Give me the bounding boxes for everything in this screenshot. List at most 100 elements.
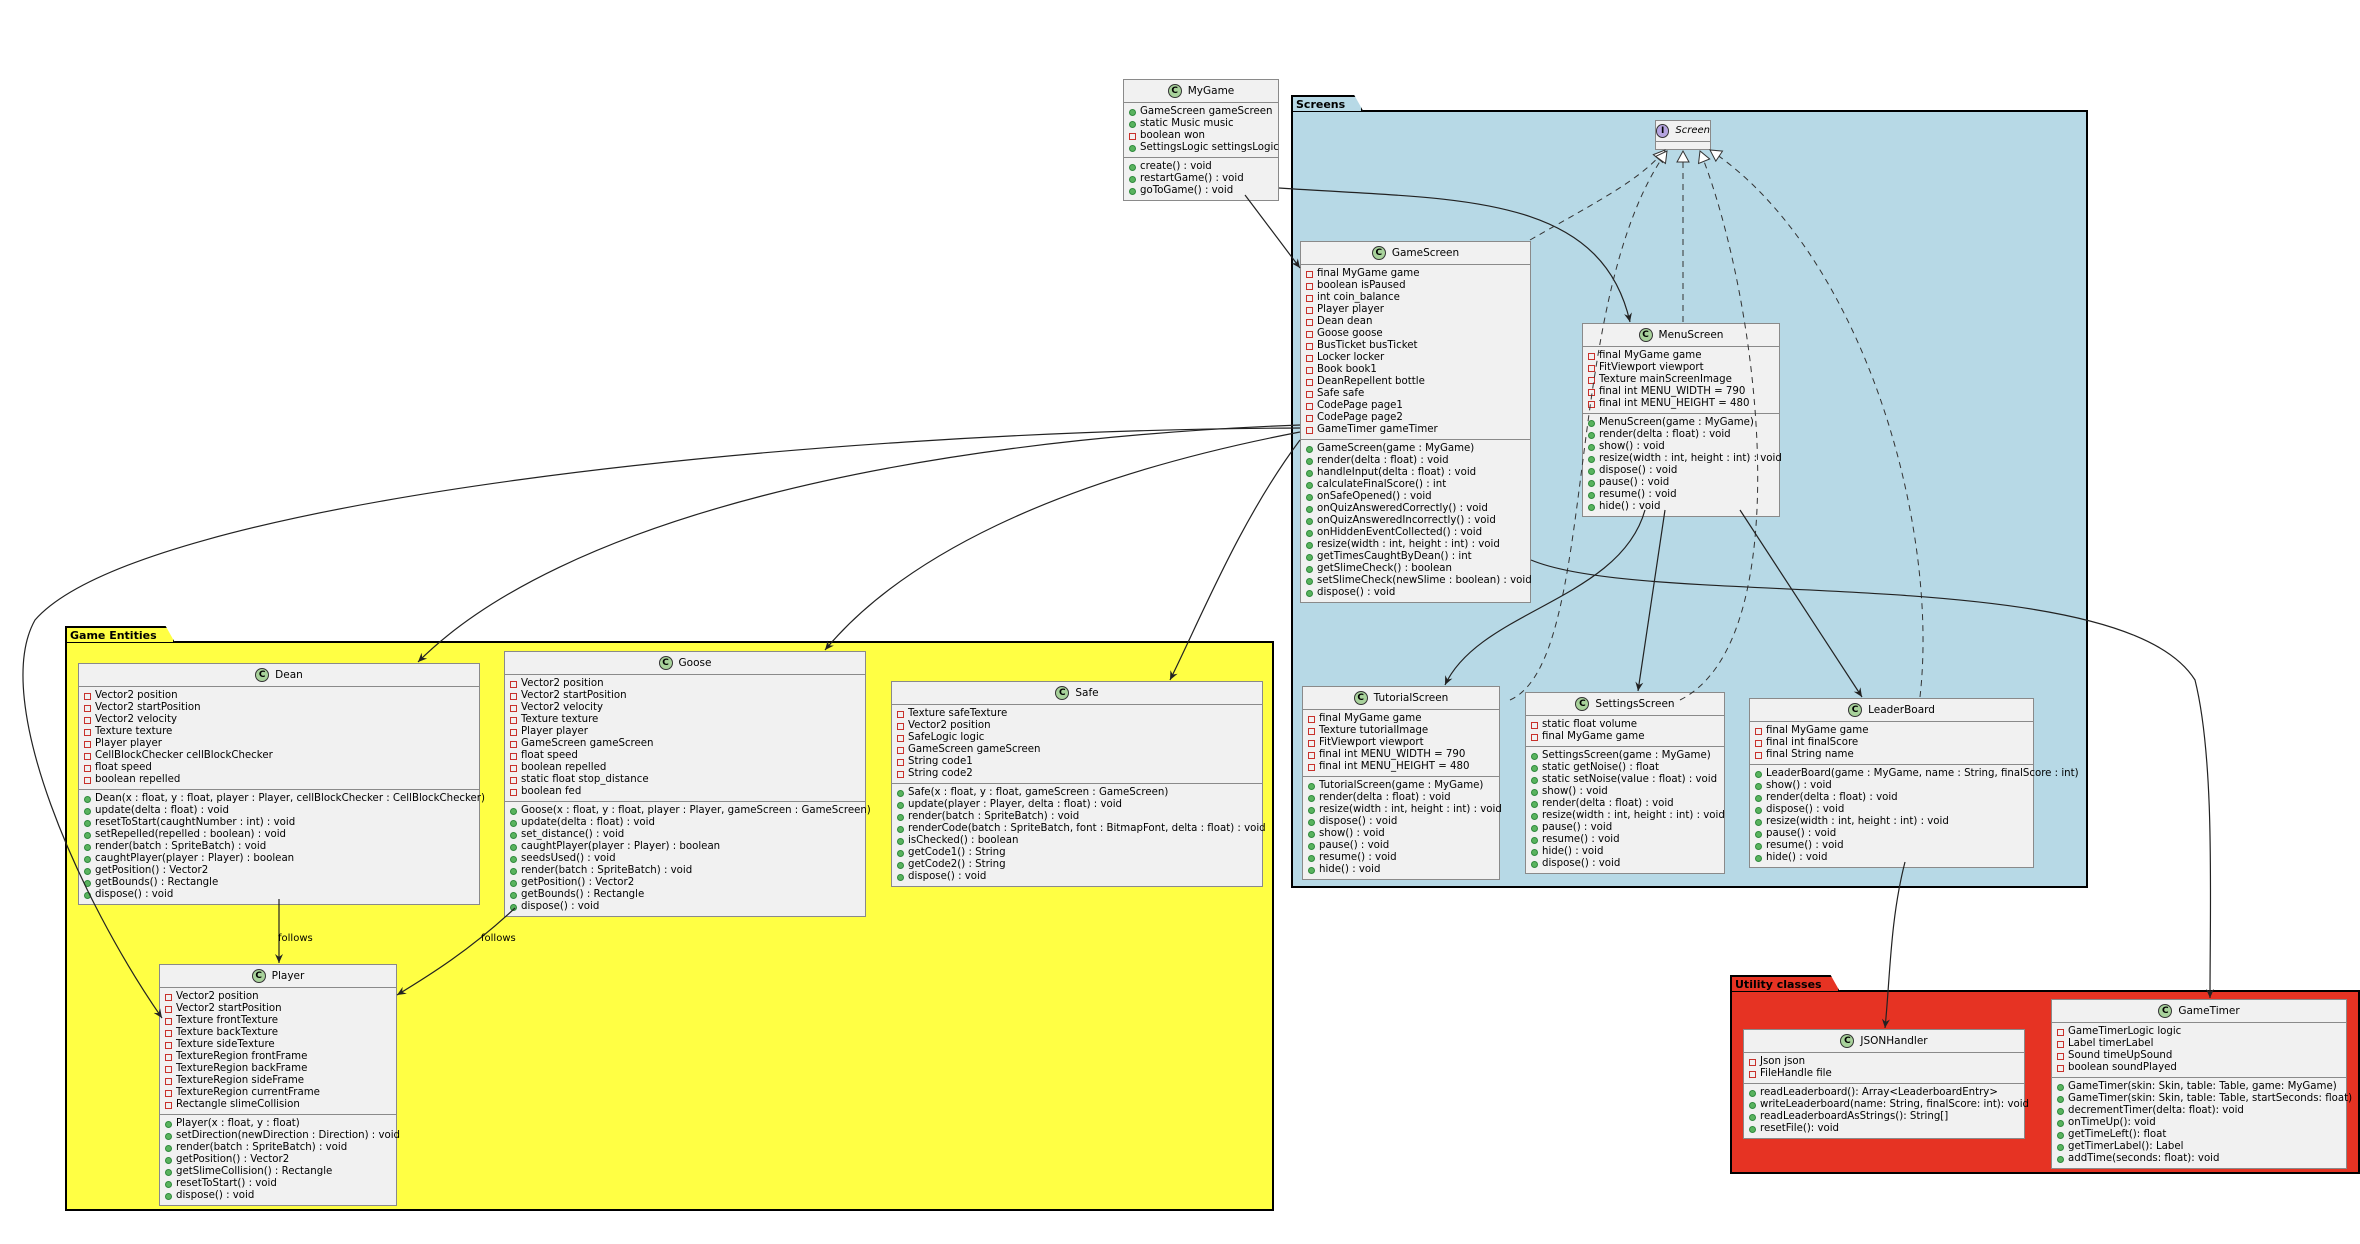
private-visibility-icon <box>510 740 517 748</box>
member-text: setSlimeCheck(newSlime : boolean) : void <box>1317 575 1532 586</box>
member-text: dispose() : void <box>1766 804 1845 815</box>
member-text: pause() : void <box>1319 840 1390 851</box>
member-text: MenuScreen(game : MyGame) <box>1599 417 1754 428</box>
public-visibility-icon <box>2057 1107 2064 1115</box>
public-visibility-icon <box>1531 800 1538 808</box>
private-visibility-icon <box>1308 751 1315 759</box>
private-visibility-icon <box>510 716 517 724</box>
public-visibility-icon <box>1749 1101 1756 1109</box>
member-text: Texture mainScreenImage <box>1599 374 1732 385</box>
member-text: final MyGame game <box>1599 350 1702 361</box>
class-field: String code2 <box>897 768 1257 780</box>
class-field: Player player <box>1306 304 1525 316</box>
class-method: hide() : void <box>1308 864 1494 876</box>
private-visibility-icon <box>2057 1064 2064 1072</box>
public-visibility-icon <box>1308 818 1315 826</box>
member-text: readLeaderboard(): Array<LeaderboardEntr… <box>1760 1087 1998 1098</box>
private-visibility-icon <box>1306 354 1313 362</box>
class-method: getCode1() : String <box>897 847 1257 859</box>
member-text: Vector2 startPosition <box>95 702 201 713</box>
class-method: show() : void <box>1308 828 1494 840</box>
private-visibility-icon <box>84 704 91 712</box>
member-text: dispose() : void <box>1542 858 1621 869</box>
public-visibility-icon <box>1588 479 1595 487</box>
member-text: setDirection(newDirection : Direction) :… <box>176 1130 401 1141</box>
class-method: calculateFinalScore() : int <box>1306 479 1525 491</box>
private-visibility-icon <box>165 1077 172 1085</box>
member-text: resume() : void <box>1542 834 1620 845</box>
member-text: Vector2 velocity <box>95 714 177 725</box>
private-visibility-icon <box>84 728 91 736</box>
member-text: TextureRegion frontFrame <box>176 1051 308 1062</box>
member-text: Player player <box>1317 304 1384 315</box>
class-badge-icon: C <box>1371 246 1386 260</box>
class-badge-icon: C <box>2158 1004 2173 1018</box>
class-method: pause() : void <box>1588 477 1774 489</box>
class-method: dispose() : void <box>1531 858 1719 870</box>
member-text: final MyGame game <box>1319 713 1422 724</box>
member-text: show() : void <box>1319 828 1385 839</box>
member-text: show() : void <box>1599 441 1665 452</box>
member-text: final MyGame game <box>1317 268 1420 279</box>
member-text: GameScreen gameScreen <box>908 744 1041 755</box>
member-text: boolean fed <box>521 786 582 797</box>
class-method: pause() : void <box>1531 822 1719 834</box>
private-visibility-icon <box>897 770 904 778</box>
public-visibility-icon <box>1129 175 1136 183</box>
class-method: seedsUsed() : void <box>510 853 860 865</box>
member-text: resume() : void <box>1599 489 1677 500</box>
member-text: create() : void <box>1140 161 1212 172</box>
public-visibility-icon <box>84 855 91 863</box>
member-text: boolean soundPlayed <box>2068 1062 2177 1073</box>
class-badge-icon: C <box>1575 697 1590 711</box>
member-text: BusTicket busTicket <box>1317 340 1418 351</box>
private-visibility-icon <box>165 1101 172 1109</box>
class-method: restartGame() : void <box>1129 173 1273 185</box>
member-text: int coin_balance <box>1317 292 1400 303</box>
class-method: onTimeUp(): void <box>2057 1117 2341 1129</box>
public-visibility-icon <box>165 1192 172 1200</box>
member-text: Locker locker <box>1317 352 1385 363</box>
class-screen-interface[interactable]: I Screen <box>1655 120 1711 150</box>
class-field: TextureRegion sideFrame <box>165 1075 391 1087</box>
class-methods: LeaderBoard(game : MyGame, name : String… <box>1750 765 2079 867</box>
private-visibility-icon <box>1588 352 1595 360</box>
member-text: resetToStart(caughtNumber : int) : void <box>95 817 296 828</box>
public-visibility-icon <box>1306 577 1313 585</box>
public-visibility-icon <box>2057 1119 2064 1127</box>
member-text: Goose goose <box>1317 328 1383 339</box>
class-method: setSlimeCheck(newSlime : boolean) : void <box>1306 575 1532 587</box>
public-visibility-icon <box>897 873 904 881</box>
class-field: Safe safe <box>1306 388 1525 400</box>
package-utility-classes-tab: Utility classes <box>1730 975 1840 991</box>
member-text: caughtPlayer(player : Player) : boolean <box>95 853 295 864</box>
member-text: Dean(x : float, y : float, player : Play… <box>95 793 485 804</box>
member-text: SafeLogic logic <box>908 732 985 743</box>
class-name: GameScreen <box>1391 247 1460 259</box>
class-name: TutorialScreen <box>1373 692 1449 704</box>
class-method: update(delta : float) : void <box>84 805 474 817</box>
class-method: render(batch : SpriteBatch) : void <box>84 841 474 853</box>
private-visibility-icon <box>1306 270 1313 278</box>
edge-leaderboard-jsonhandler <box>1881 861 1906 1029</box>
member-text: GameTimer(skin: Skin, table: Table, star… <box>2068 1093 2353 1104</box>
private-visibility-icon <box>1588 400 1595 408</box>
package-game-entities-tab: Game Entities <box>65 626 175 642</box>
